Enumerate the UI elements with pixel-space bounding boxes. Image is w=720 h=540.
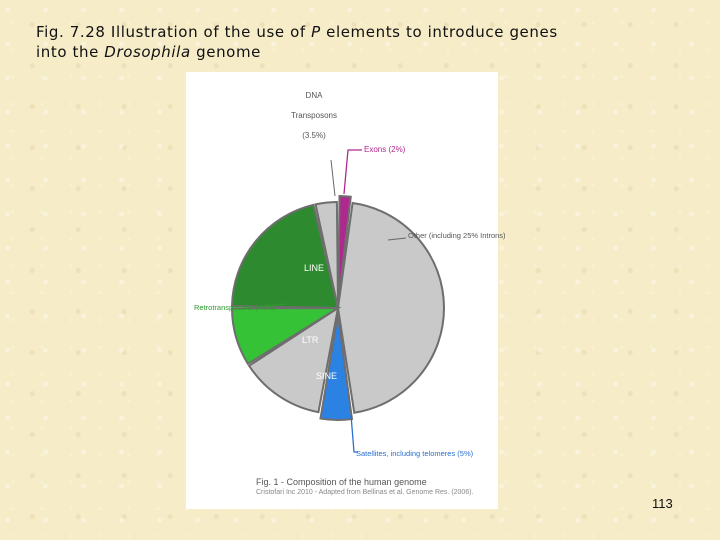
pie-slices: [230, 195, 445, 421]
line-slice-label: LINE: [304, 263, 324, 273]
title-text-d: genome: [190, 43, 261, 61]
pie-slice-ltr: [230, 306, 342, 366]
ltr-slice-label: LTR: [302, 335, 319, 345]
pie-slice-exons-2: [337, 195, 352, 303]
figure-caption: Fig. 1 - Composition of the human genome…: [256, 477, 491, 497]
pie-slice-sine: [247, 305, 340, 414]
satellites-label: Satellites, including telomeres (5%): [356, 449, 474, 458]
pie-slice-dna-transposons-3-5: [314, 200, 339, 309]
retro-leader-line: [263, 303, 287, 307]
pie-slice-line: [230, 203, 340, 310]
other-leader-line: [387, 237, 407, 241]
slide-title: Fig. 7.28 Illustration of the use of P e…: [36, 22, 676, 62]
pie-slice-other-including-25-introns: [336, 201, 445, 414]
title-italic-p: P: [311, 23, 321, 41]
title-text-c: into the: [36, 43, 105, 61]
exons-label: Exons (2%): [364, 145, 406, 154]
caption-source: Cristofari Inc 2010 - Adapted from Belli…: [256, 489, 474, 496]
dna-transposons-label: DNA Transposons (3.5%): [291, 91, 337, 140]
title-text-b: elements to introduce genes: [320, 23, 558, 41]
title-line-1: Fig. 7.28 Illustration of the use of P e…: [36, 22, 676, 42]
title-text-a: Fig. 7.28 Illustration of the use of: [36, 23, 312, 41]
dna-label-2: Transposons: [291, 111, 337, 120]
dna-label-1: DNA: [306, 91, 324, 100]
dna-label-3: (3.5%): [302, 131, 326, 140]
page-number: 113: [652, 496, 673, 511]
sine-slice-label: SINE: [316, 371, 337, 381]
satellites-leader-line: [350, 414, 358, 453]
pie-chart: DNA Transposons (3.5%) Exons (2%) Other …: [194, 91, 506, 458]
title-line-2: into the Drosophila genome: [36, 42, 676, 62]
genome-figure: DNA Transposons (3.5%) Exons (2%) Other …: [186, 72, 506, 509]
retrotransposons-label: Retrotransposons (46%): [194, 303, 276, 312]
exons-leader-line: [343, 149, 362, 195]
caption-title: Fig. 1 - Composition of the human genome: [256, 477, 427, 487]
leader-lines: [263, 149, 407, 453]
dna-leader-line: [330, 159, 336, 197]
other-label: Other (including 25% Introns): [408, 231, 506, 240]
title-italic-drosophila: Drosophila: [104, 43, 191, 61]
